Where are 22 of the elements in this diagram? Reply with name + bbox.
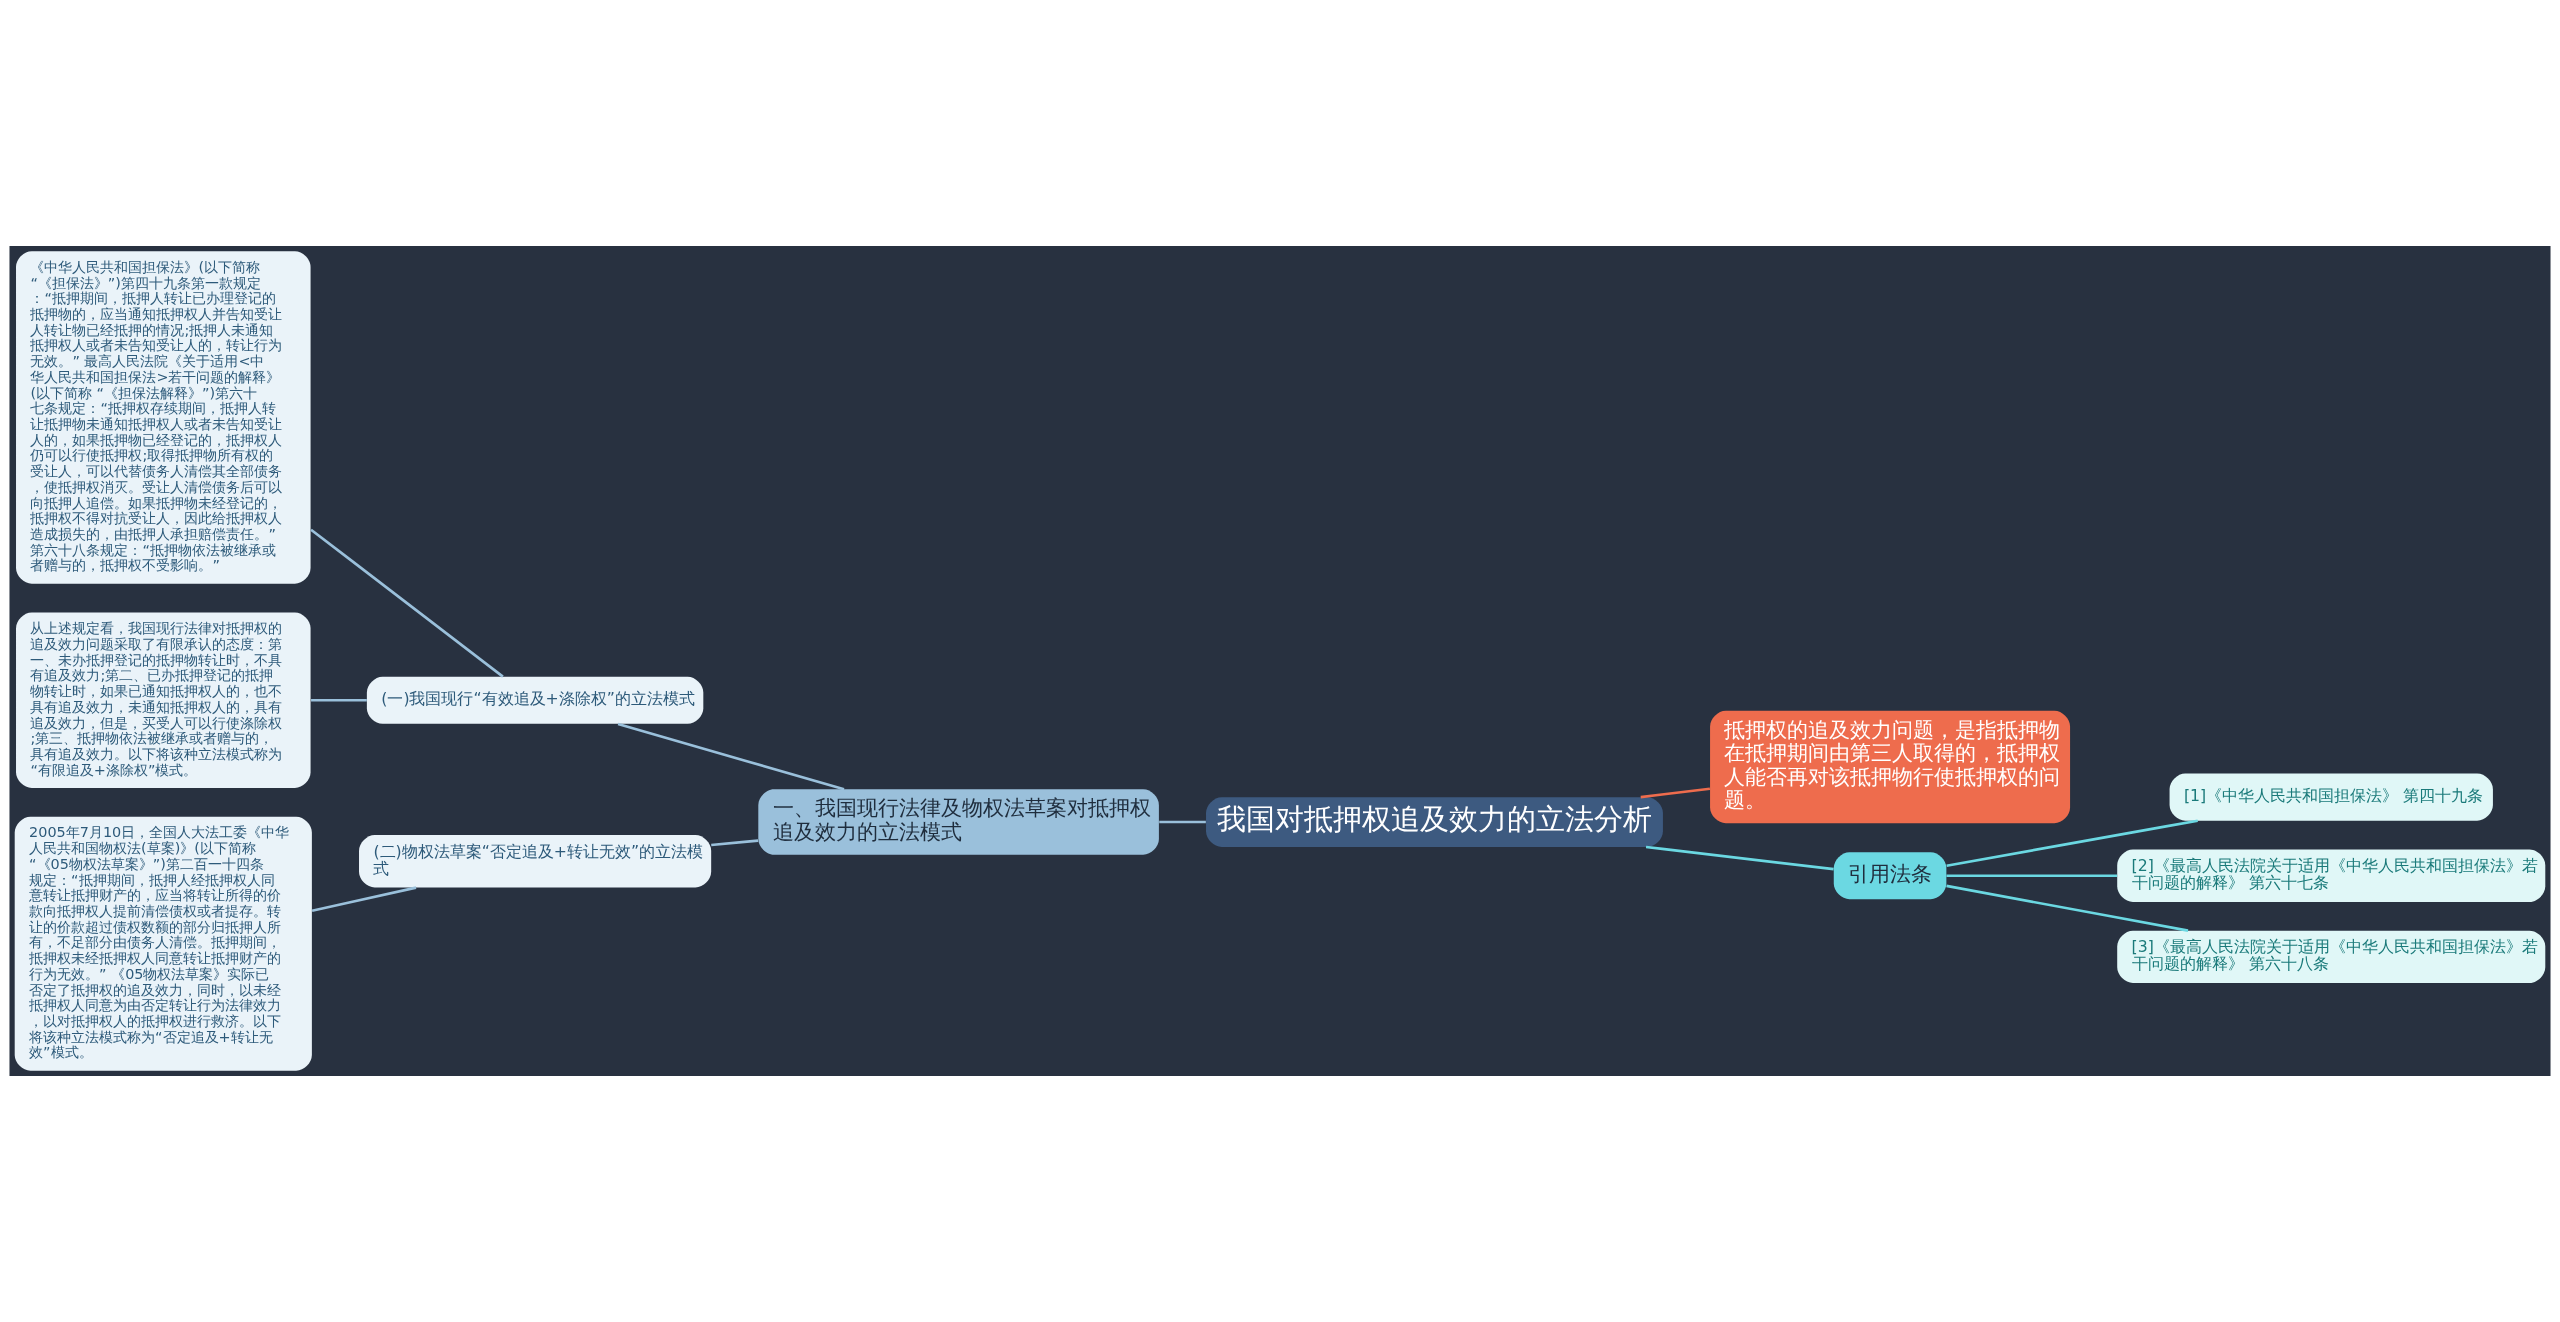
connector (1946, 874, 2118, 877)
connector (1645, 845, 1834, 871)
connector (617, 722, 845, 791)
node-box: [1]《中华人民共和国担保法》 第四十九条 (2169, 773, 2493, 821)
node-box: 2005年7月10日，全国人大法工委《中华人民共和国物权法(草案)》(以下简称 “《05物权法草案》”)第二百一十四条规定：“抵押期间，抵押人经抵押权人同意转让抵押财产的，应当将转让所得的价款向抵押权人提前清偿债权或者提存。转让的价款超过债权数额的部分归抵押人所有，不足部分由债务人清偿。抵押期间，抵押权未经抵押权人同意转让抵押财产的行为无效。” 《05物权法草案》实际已否定了抵押权的追及效力，同时，以未经抵押权人同意为由否定转让行为法律效力，以对抵押权人的抵押权进行救济。以下将该种立法模式称为“否定追及+转让无效”模式。 (14, 816, 312, 1071)
node-box: 引用法条 (1833, 852, 1947, 900)
connector (1946, 819, 2198, 868)
node-box: 《中华人民共和国担保法》(以下简称 “《担保法》”)第四十九条第一款规定：“抵押期间，抵押人转让已办理登记的抵押物的，应当通知抵押权人并告知受让人转让物已经抵押的情况;抵押人未通知抵押权人或者未告知受让人的，转让行为无效。” 最高人民法院《关于适用<中华人民共和国担保法>若干问题的解释》(以下简称 “《担保法解释》”)第六十七条规定：“抵押权存续期间，抵押人转让抵押物未通知抵押权人或者未告知受让人的，如果抵押物已经登记的，抵押权人仍可以行使抵押权;取得抵押物所有权的受让人，可以代替债务人清偿其全部债务，使抵押权消灭。受让人清偿债务后可以向抵押人追偿。如果抵押物未经登记的，抵押权不得对抗受让人，因此给抵押权人造成损失的，由抵押人承担赔偿责任。”第六十八条规定：“抵押物依法被继承或者赠与的，抵押权不受影响。” (16, 251, 311, 584)
connector (311, 698, 367, 702)
node-box: [2]《最高人民法院关于适用《中华人民共和国担保法》若干问题的解释》 第六十七条 (2117, 849, 2546, 902)
connector (310, 528, 504, 678)
connector (311, 886, 417, 913)
node-box: (一)我国现行“有效追及+涤除权”的立法模式 (366, 676, 704, 724)
node-box: [3]《最高人民法院关于适用《中华人民共和国担保法》若干问题的解释》 第六十八条 (2117, 930, 2546, 984)
node-box: (二)物权法草案“否定追及+转让无效”的立法模式 (359, 835, 712, 888)
node-box: 抵押权的追及效力问题，是指抵押物在抵押期间由第三人取得的，抵押权人能否再对该抵押物行使抵押权的问题。 (1710, 710, 2071, 824)
connector (1640, 787, 1711, 799)
node-box: 从上述规定看，我国现行法律对抵押权的追及效力问题采取了有限承认的态度：第一、未办抵押登记的抵押物转让时，不具有追及效力;第二、已办抵押登记的抵押物转让时，如果已通知抵押权人的，也不具有追及效力，未通知抵押权人的，具有追及效力，但是，买受人可以行使涤除权;第三、抵押物依法被继承或者赠与的，具有追及效力。以下将该种立法模式称为“有限追及+涤除权”模式。 (16, 612, 311, 788)
node-box: 一、我国现行法律及物权法草案对抵押权追及效力的立法模式 (758, 789, 1159, 855)
connector (1159, 820, 1206, 824)
connector (711, 839, 759, 847)
node-box: 我国对抵押权追及效力的立法分析 (1206, 797, 1663, 847)
